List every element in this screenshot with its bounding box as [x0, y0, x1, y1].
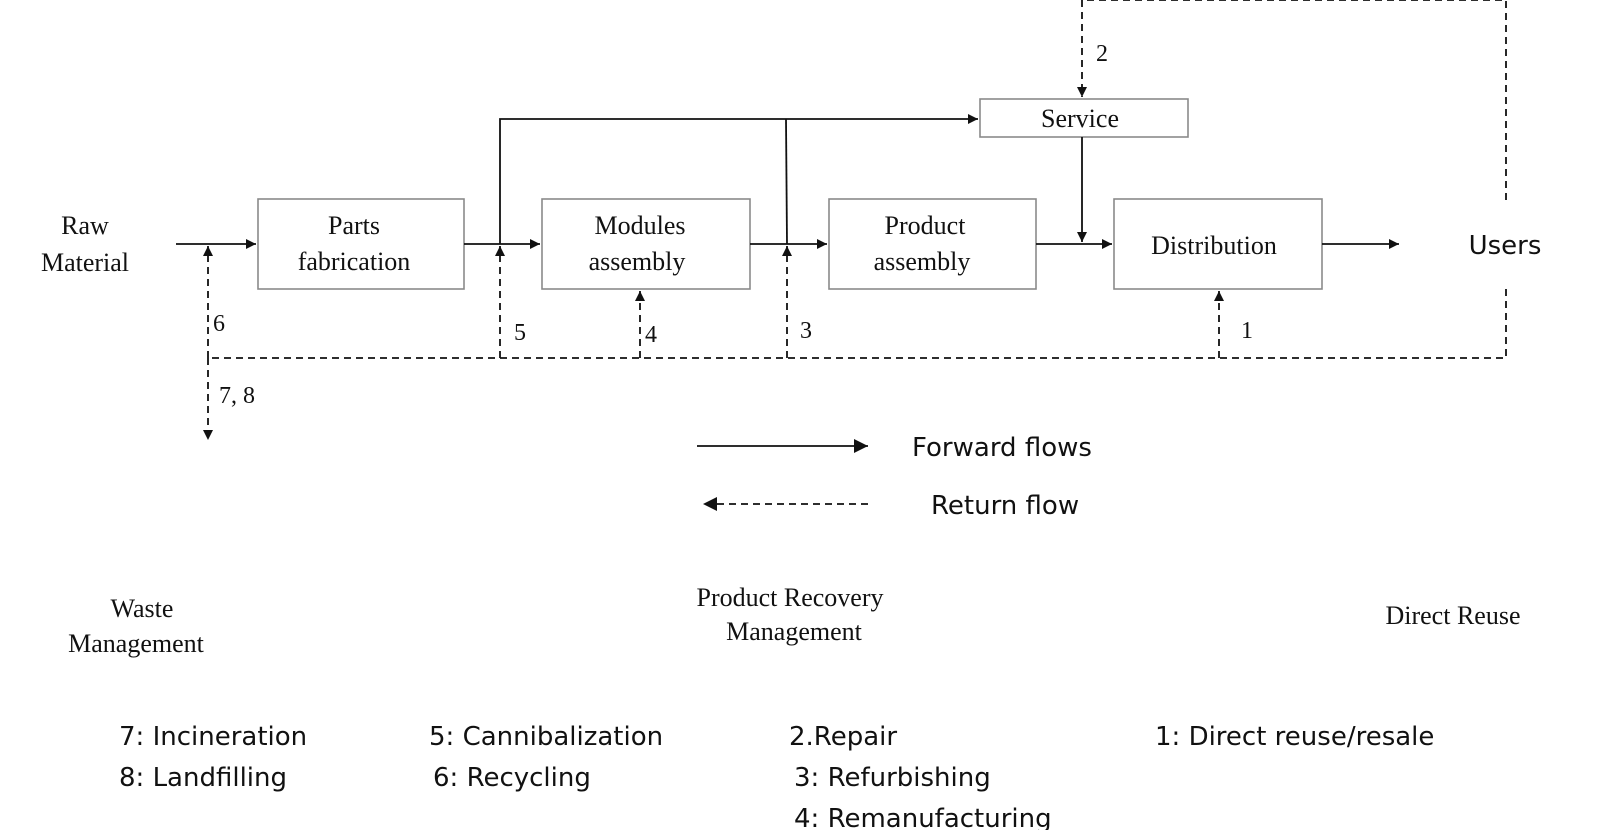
flow-number-1: 1 — [1241, 318, 1253, 344]
key-repair: 2.Repair — [789, 722, 897, 752]
category-direct-reuse: Direct Reuse — [1385, 601, 1520, 630]
flow-number-5: 5 — [514, 320, 526, 346]
users-label: Users — [1469, 231, 1542, 261]
category-waste-line1: Waste — [111, 594, 174, 623]
service-box — [979, 98, 1189, 138]
modules-assembly-box — [541, 198, 751, 290]
key-recycling: 6: Recycling — [433, 763, 591, 793]
flow-number-4: 4 — [645, 322, 657, 348]
parts-fabrication-box — [257, 198, 465, 290]
parts-fabrication-label-line1: Parts — [328, 211, 380, 240]
key-incineration: 7: Incineration — [119, 722, 307, 752]
category-waste-line2: Management — [68, 629, 205, 658]
modules-assembly-label-line2: assembly — [589, 247, 686, 276]
legend-return-label: Return flow — [931, 491, 1079, 521]
key-cannibalization: 5: Cannibalization — [429, 722, 663, 752]
key-remanufacturing: 4: Remanufacturing — [794, 804, 1052, 830]
flow-number-7-8: 7, 8 — [219, 383, 255, 409]
line-modules-to-service — [785, 118, 788, 245]
flow-number-2: 2 — [1096, 41, 1108, 67]
return-bus-line — [208, 289, 1507, 359]
raw-material-label-line2: Material — [41, 248, 129, 277]
parts-fabrication-label-line2: fabrication — [298, 247, 411, 276]
arrow-parts-to-service — [499, 114, 978, 244]
return-path-repair — [1077, 0, 1507, 200]
modules-assembly-label-line1: Modules — [595, 211, 686, 240]
flow-number-6: 6 — [213, 311, 225, 337]
distribution-box — [1113, 198, 1323, 290]
flow-number-3: 3 — [800, 318, 812, 344]
product-assembly-box — [828, 198, 1037, 290]
key-refurbishing: 3: Refurbishing — [794, 763, 991, 793]
service-label: Service — [1041, 104, 1119, 133]
key-landfilling: 8: Landfilling — [119, 763, 287, 793]
key-direct-reuse-resale: 1: Direct reuse/resale — [1155, 722, 1434, 752]
product-assembly-label-line2: assembly — [874, 247, 971, 276]
category-recovery-line1: Product Recovery — [696, 583, 883, 612]
raw-material-label-line1: Raw — [61, 211, 109, 240]
category-recovery-line2: Management — [726, 617, 863, 646]
distribution-label: Distribution — [1151, 231, 1277, 260]
legend-forward-label: Forward flows — [912, 433, 1092, 463]
product-assembly-label-line1: Product — [885, 211, 967, 240]
